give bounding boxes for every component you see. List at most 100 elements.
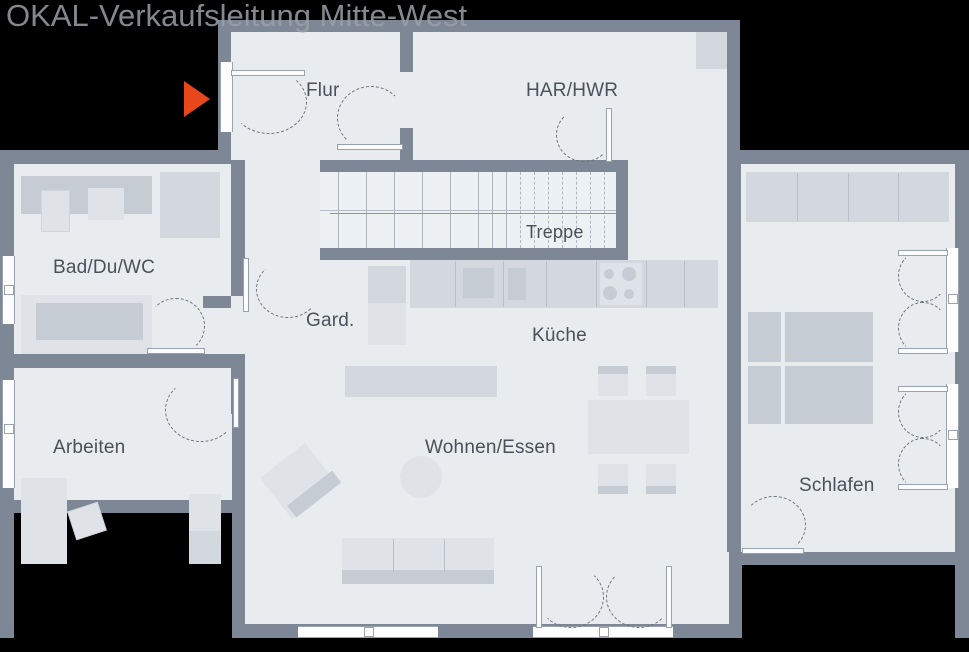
door-har-swing <box>556 108 612 162</box>
stair-step <box>590 172 591 248</box>
wardrobe-row <box>746 172 949 222</box>
wall-flur-har-lower <box>400 128 413 170</box>
dining-chair-back <box>598 366 628 374</box>
room-label-kueche: Küche <box>532 325 587 346</box>
counter-seam <box>503 261 504 307</box>
stair-step <box>506 172 507 248</box>
dining-chair-back <box>646 366 676 374</box>
door-flur-swing <box>337 86 405 150</box>
stair-step <box>576 172 577 248</box>
stair-run-line <box>330 213 616 214</box>
sideboard <box>345 366 497 397</box>
front-door-swing <box>231 70 307 134</box>
room-label-schlafen: Schlafen <box>799 475 875 496</box>
wall-stair-head <box>320 160 616 172</box>
double-bed <box>785 312 873 362</box>
kitchen-counter-run <box>410 260 718 308</box>
door-arbeiten-leaf <box>233 378 239 428</box>
round-coffee-table <box>400 456 442 498</box>
terrace-door-swing-right <box>606 566 672 628</box>
stair-step <box>338 172 339 248</box>
wardrobe-gard-lower <box>368 303 406 345</box>
counter-seam <box>546 261 547 307</box>
dining-chair-back <box>646 486 676 494</box>
stair-step <box>548 172 549 248</box>
terrace-door-right-leaf-bottom-2 <box>898 484 948 490</box>
stair-direction-arrow-icon <box>616 207 628 219</box>
stair-step <box>394 172 395 248</box>
room-label-treppe: Treppe <box>526 222 584 242</box>
shelf-unit-lower <box>189 531 221 564</box>
wall-right-lower-step <box>729 552 742 638</box>
burner <box>624 289 634 299</box>
terrace-door-bottom-mark <box>599 627 609 637</box>
room-label-bad-du-wc: Bad/Du/WC <box>53 257 156 278</box>
wardrobe-seam <box>848 173 849 221</box>
terrace-door-right-lower-mark <box>948 430 958 440</box>
wall-flur-left-lower <box>231 160 245 260</box>
sofa-front-edge <box>342 570 494 584</box>
window-wohnen-mark <box>364 627 374 637</box>
washbasin <box>88 188 124 220</box>
stair-step <box>366 172 367 248</box>
shower-tray <box>160 172 220 238</box>
window-arbeiten-mark <box>4 424 14 434</box>
door-schlafen-swing <box>742 496 806 554</box>
wardrobe-seam <box>898 173 899 221</box>
boiler-icon <box>696 32 727 69</box>
wardrobe-seam <box>797 173 798 221</box>
wall-bad-door-jamb <box>203 296 231 308</box>
wall-top-right-wing <box>727 150 969 164</box>
bathtub <box>36 303 143 340</box>
wall-right-upper <box>727 20 740 160</box>
wall-leftwing-right-upper <box>231 254 245 296</box>
door-arbeiten-swing <box>165 378 237 442</box>
terrace-door-right-swing-top <box>898 250 948 302</box>
counter-seam <box>646 261 647 307</box>
terrace-door-right-swing-bottom-2 <box>898 438 948 490</box>
window-bad-mark <box>4 285 14 295</box>
wall-stair-foot <box>320 248 628 260</box>
counter-seam <box>455 261 456 307</box>
wall-top-left-wing <box>0 150 231 164</box>
terrace-door-right-swing-top-2 <box>898 386 948 438</box>
burner <box>622 267 636 281</box>
wall-top-main <box>218 20 740 32</box>
wall-bad-arbeiten <box>0 354 245 368</box>
terrace-door-swing-left <box>538 566 604 628</box>
door-bad-jamb-leaf <box>243 258 249 312</box>
counter-seam <box>596 261 597 307</box>
wardrobe-gard-upper <box>368 266 406 303</box>
counter-seam <box>684 261 685 307</box>
stair-step <box>478 172 479 248</box>
desk-unit <box>21 478 67 564</box>
stair-nosing-line <box>320 210 616 211</box>
bed-foot <box>785 366 873 424</box>
stair-step <box>534 172 535 248</box>
room-label-arbeiten: Arbeiten <box>53 437 126 458</box>
wall-gard-stub <box>232 414 245 502</box>
burner <box>603 286 617 300</box>
stair-step <box>520 172 521 248</box>
dining-table <box>588 400 689 454</box>
room-label-gard: Gard. <box>306 310 355 331</box>
room-floor-flur-har <box>231 32 727 160</box>
stair-step <box>562 172 563 248</box>
room-label-wohnen-essen: Wohnen/Essen <box>425 437 556 458</box>
entry-arrow-icon <box>184 81 210 117</box>
dishwasher <box>508 268 526 300</box>
room-label-har-hwr: HAR/HWR <box>526 80 619 101</box>
wall-flur-har-stub <box>400 20 413 72</box>
dining-chair-back <box>598 486 628 494</box>
stair-step <box>450 172 451 248</box>
wall-left-lower-step <box>232 500 245 638</box>
burner <box>604 269 614 279</box>
window-arbeiten <box>2 380 15 488</box>
door-bad-swing <box>147 298 205 354</box>
nightstand-left <box>748 312 781 362</box>
wc-unit <box>41 190 70 232</box>
room-label-flur: Flur <box>306 80 340 101</box>
kitchen-sink <box>463 268 494 298</box>
terrace-door-right-leaf-bottom <box>898 348 948 354</box>
